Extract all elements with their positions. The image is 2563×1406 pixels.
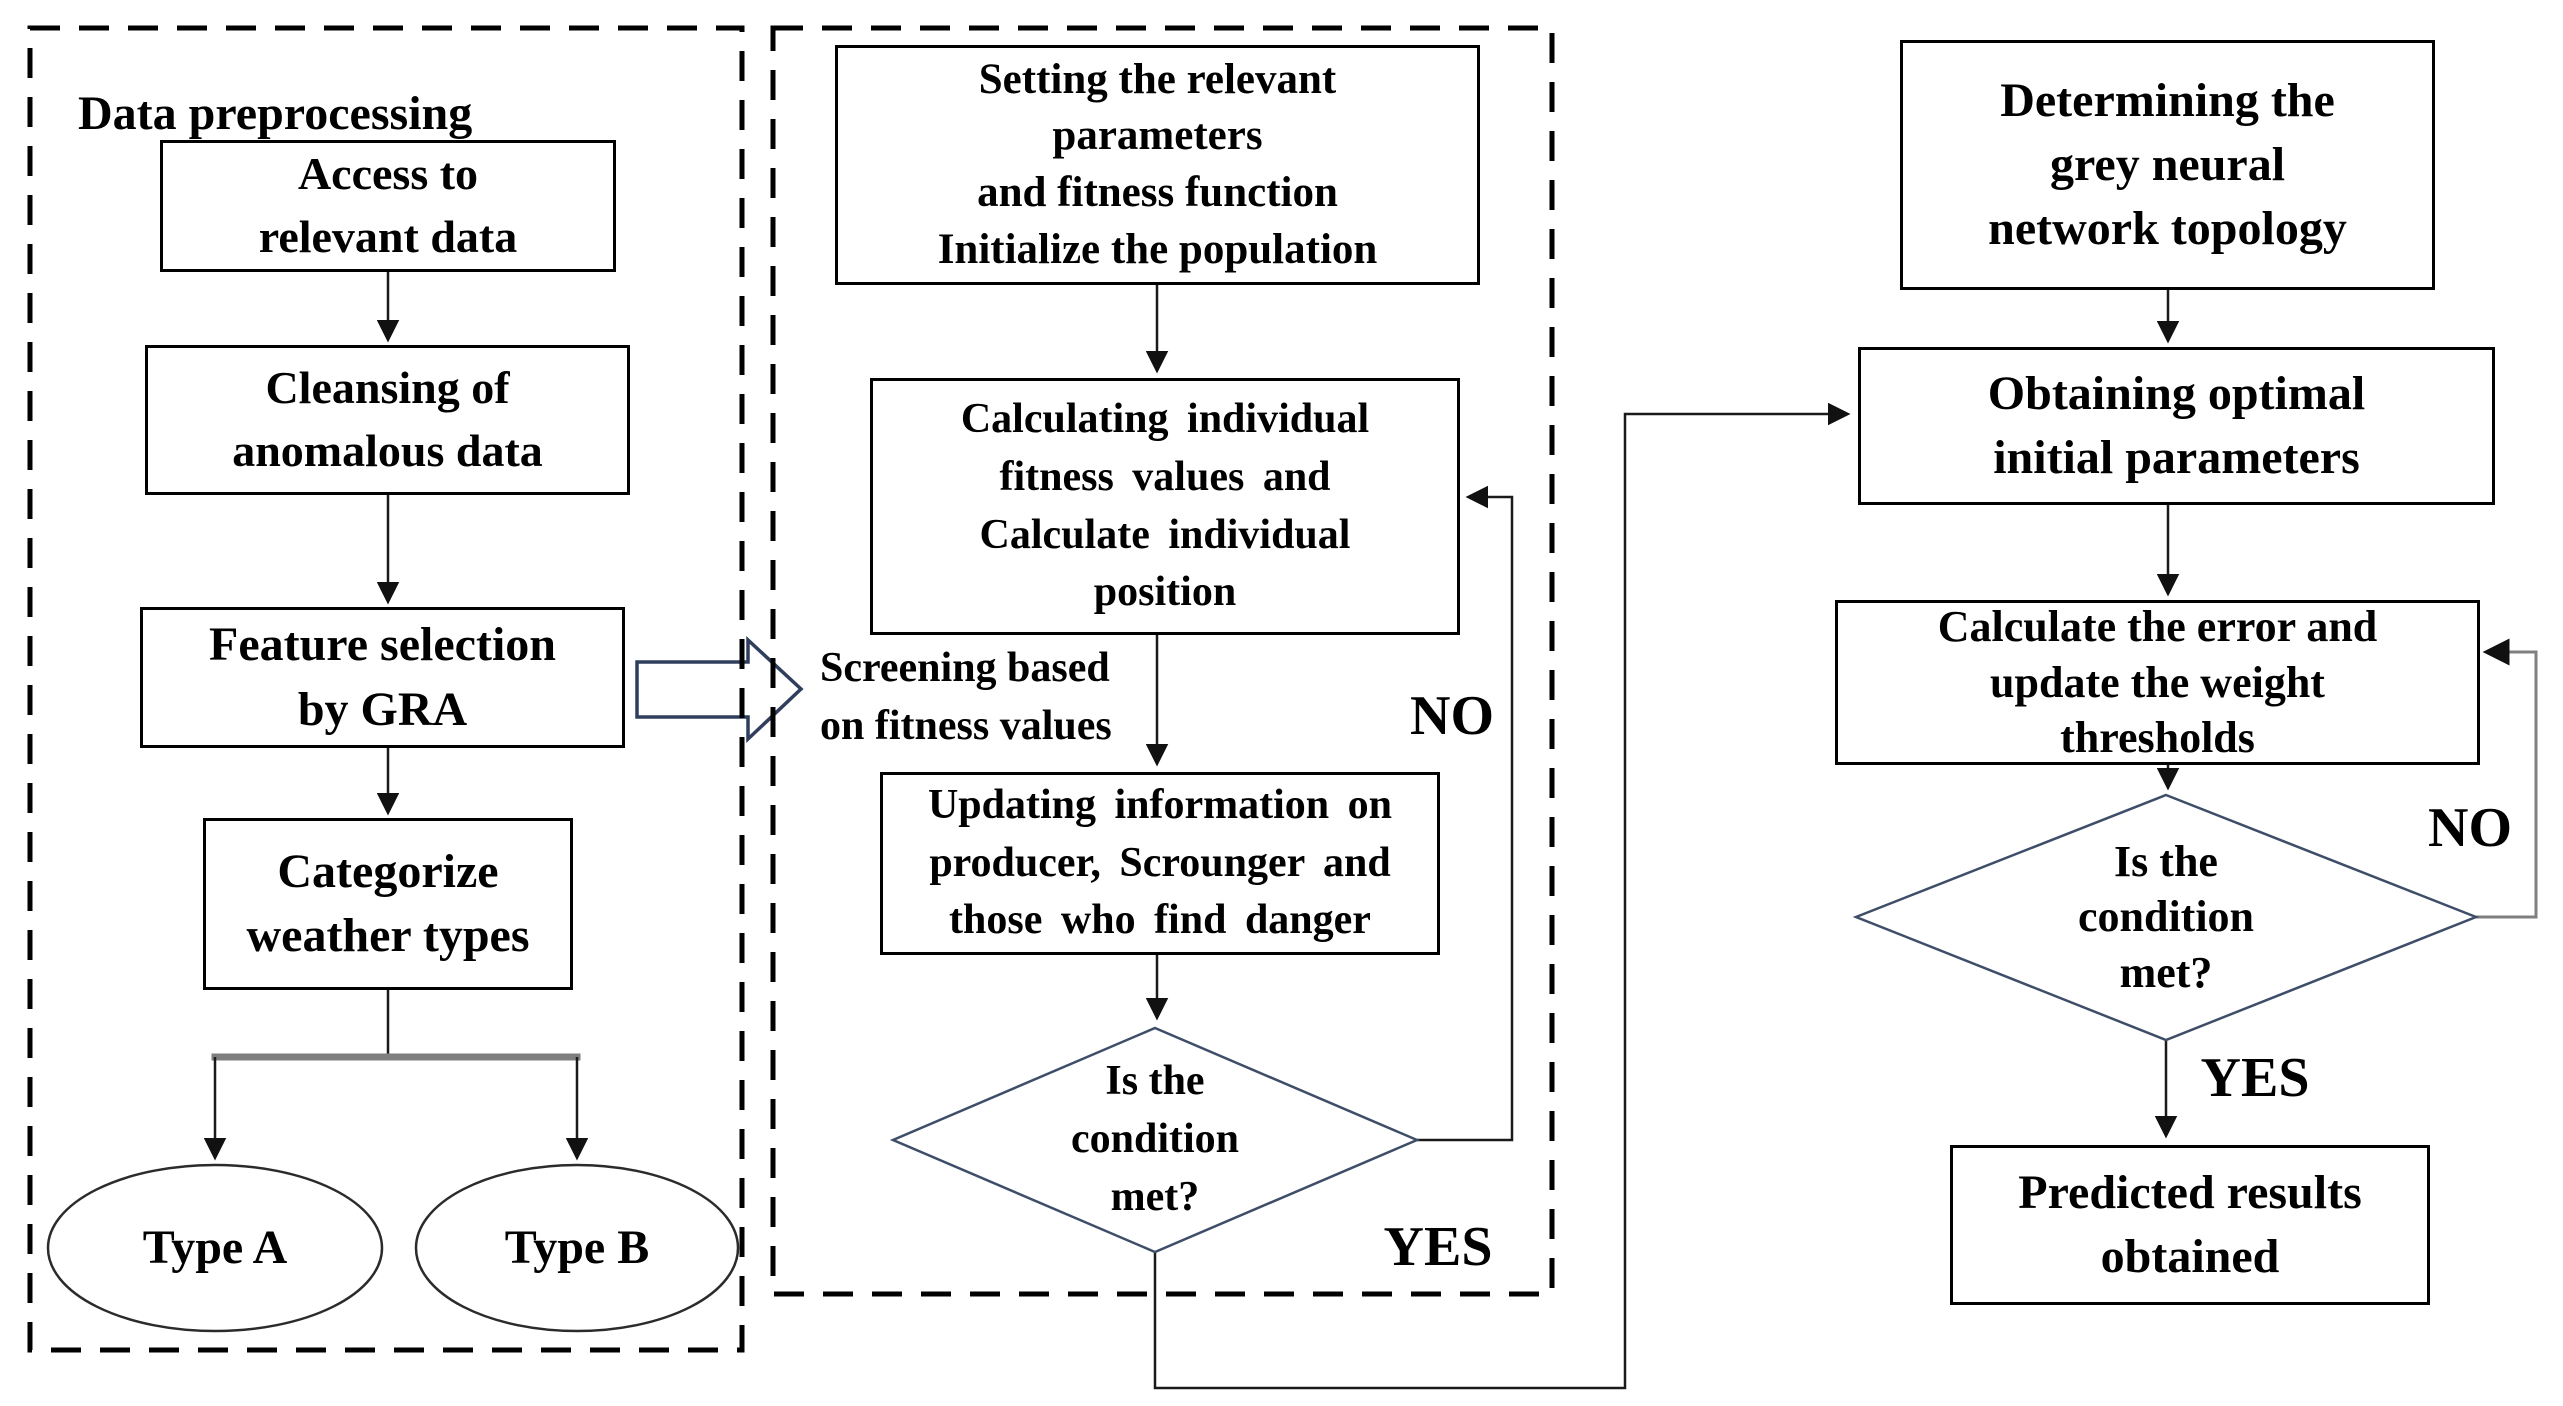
type-a-ellipse [46, 1163, 384, 1333]
updating-information-box: Updating information on producer, Scroun… [880, 772, 1440, 955]
topology-line: network topology [1988, 202, 2347, 256]
calc-error-box: Calculate the error and update the weigh… [1835, 600, 2480, 765]
screening-label-line: Screening based [820, 645, 1110, 691]
obtaining-parameters-line: initial parameters [1993, 431, 2360, 484]
topology-line: grey neural [2049, 137, 2286, 191]
type-b-ellipse [414, 1163, 740, 1333]
calculating-fitness-line: Calculate individual [979, 511, 1351, 558]
setting-parameters-line: and fitness function [977, 169, 1338, 216]
screening-label: Screening based on fitness values [820, 640, 1112, 756]
dashed-border-optimization [770, 25, 1555, 1297]
updating-information-line: producer, Scrounger and [929, 839, 1391, 886]
access-data-box: Access to relevant data [160, 140, 616, 272]
type-b-label: Type B [504, 1220, 650, 1274]
network-condition-text: Is the condition met? [2078, 834, 2254, 1000]
categorize-weather-line: Categorize [277, 844, 499, 898]
dashed-border-preprocessing [27, 25, 745, 1353]
feature-selection-line: Feature selection [209, 618, 556, 672]
calculating-fitness-line: position [1093, 569, 1237, 616]
calc-error-line: thresholds [2060, 713, 2255, 763]
type-a-label: Type A [142, 1220, 288, 1274]
setting-parameters-box: Setting the relevant parameters and fitn… [835, 45, 1480, 285]
access-data-line: relevant data [258, 211, 518, 262]
block-arrow-icon [635, 635, 804, 744]
cleansing-data-line: anomalous data [232, 425, 543, 476]
predicted-results-box: Predicted results obtained [1950, 1145, 2430, 1305]
calc-error-line: update the weight [1990, 657, 2325, 707]
calculating-fitness-line: Calculating individual [960, 395, 1370, 442]
predicted-results-line: Predicted results [2018, 1165, 2362, 1219]
topology-box: Determining the grey neural network topo… [1900, 40, 2435, 290]
no-label-right: NO [2428, 797, 2512, 859]
obtaining-parameters-box: Obtaining optimal initial parameters [1858, 347, 2495, 505]
no-label-middle: NO [1410, 685, 1494, 747]
network-condition-line: Is the [2114, 836, 2218, 886]
cleansing-data-line: Cleansing of [265, 362, 510, 414]
sparrow-condition-diamond [889, 1026, 1421, 1254]
no-loop-middle [1417, 485, 1514, 1142]
network-condition-line: condition [2077, 892, 2255, 942]
network-condition-line: met? [2119, 947, 2213, 997]
feature-selection-line: by GRA [297, 682, 468, 736]
calculating-fitness-line: fitness values and [999, 453, 1331, 500]
sparrow-condition-text: Is the condition met? [1071, 1053, 1239, 1227]
setting-parameters-line: Setting the relevant [978, 55, 1337, 103]
setting-parameters-line: parameters [1052, 112, 1263, 160]
sparrow-condition-line: met? [1110, 1173, 1200, 1220]
calc-error-line: Calculate the error and [1937, 602, 2378, 652]
obtaining-parameters-line: Obtaining optimal [1987, 366, 2366, 420]
yes-route-to-obtaining [1153, 402, 1851, 1390]
preprocessing-title: Data preprocessing [78, 87, 473, 140]
screening-label-line: on fitness values [820, 702, 1112, 749]
feature-selection-box: Feature selection by GRA [140, 607, 625, 748]
cleansing-data-box: Cleansing of anomalous data [145, 345, 630, 495]
network-condition-diamond [1852, 793, 2480, 1042]
sparrow-condition-line: condition [1070, 1116, 1240, 1163]
updating-information-line: Updating information on [927, 781, 1393, 828]
no-loop-right [2476, 638, 2538, 919]
predicted-results-line: obtained [2100, 1230, 2280, 1283]
updating-information-line: those who find danger [949, 897, 1371, 944]
sparrow-condition-line: Is the [1105, 1058, 1205, 1105]
yes-label-right: YES [2200, 1047, 2310, 1109]
topology-line: Determining the [2000, 73, 2335, 127]
yes-label-middle: YES [1383, 1216, 1493, 1278]
calculating-fitness-box: Calculating individual fitness values an… [870, 378, 1460, 635]
access-data-line: Access to [297, 148, 479, 200]
categorize-weather-box: Categorize weather types [203, 818, 573, 990]
categorize-weather-line: weather types [246, 909, 530, 962]
setting-parameters-line: Initialize the population [937, 225, 1378, 273]
